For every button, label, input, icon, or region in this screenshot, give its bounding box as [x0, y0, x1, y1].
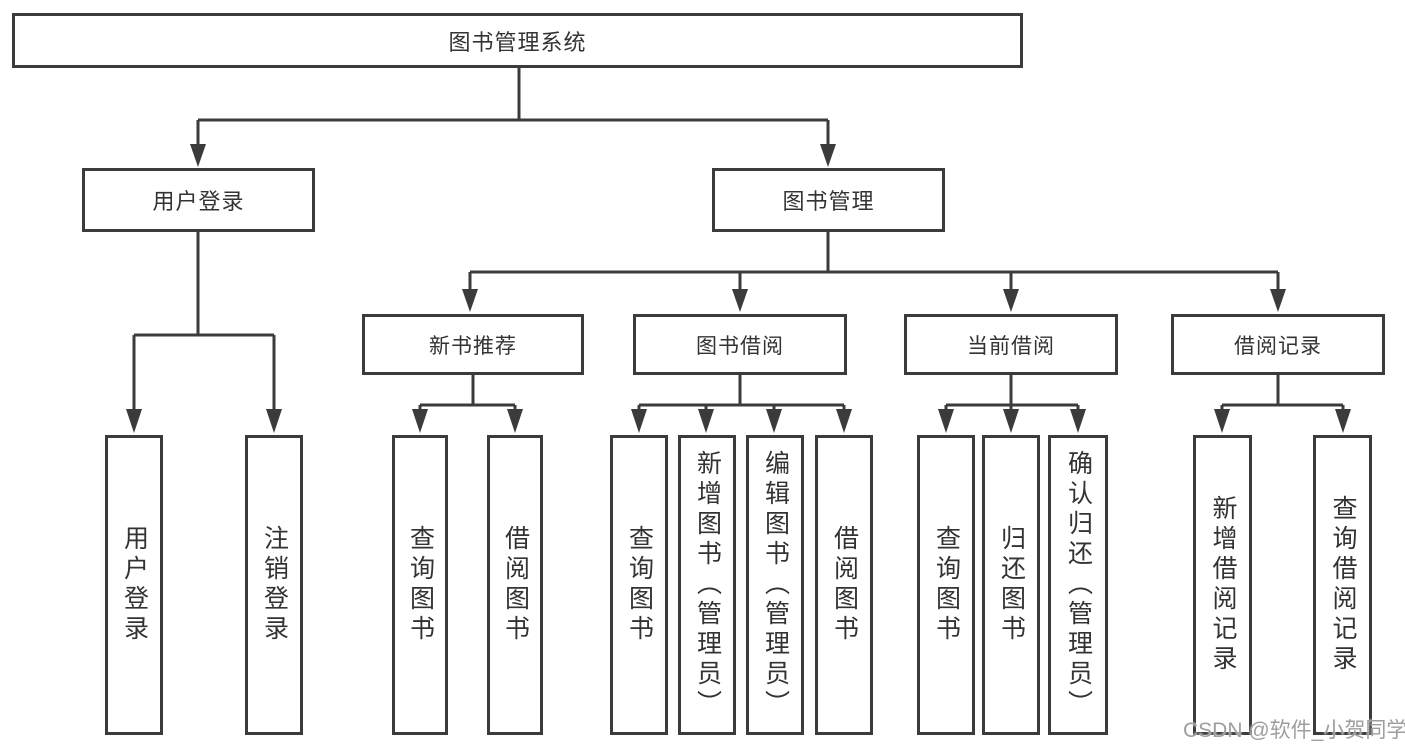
leaf-query-borrow-record: 查询借阅记录	[1313, 435, 1372, 735]
wire-new-book-fan	[418, 375, 517, 411]
leaf-query-books-borrow-label: 查询图书	[625, 525, 654, 645]
leaf-query-books-recommend-label: 查询图书	[406, 525, 435, 645]
wire-book-borrow-fan	[637, 375, 846, 411]
node-root-label: 图书管理系统	[448, 29, 587, 55]
leaf-edit-books-admin: 编辑图书（管理员）	[746, 435, 804, 735]
leaf-user-login-label: 用户登录	[120, 525, 149, 645]
node-current-borrow-label: 当前借阅	[967, 334, 1055, 358]
wire-borrow-records-fan	[1220, 375, 1345, 411]
leaf-borrow-books-label: 借阅图书	[830, 525, 859, 645]
leaf-confirm-return-admin: 确认归还（管理员）	[1048, 435, 1108, 735]
leaf-query-books-recommend: 查询图书	[392, 435, 448, 735]
node-borrow-records-label: 借阅记录	[1234, 334, 1322, 358]
leaf-borrow-books-recommend-label: 借阅图书	[501, 525, 530, 645]
node-book-management: 图书管理	[712, 168, 945, 232]
leaf-query-borrow-record-label: 查询借阅记录	[1329, 495, 1357, 675]
node-borrow-records: 借阅记录	[1171, 314, 1385, 375]
leaf-borrow-books-recommend: 借阅图书	[487, 435, 543, 735]
leaf-confirm-return-admin-label: 确认归还（管理员）	[1064, 450, 1093, 720]
leaf-add-borrow-record: 新增借阅记录	[1193, 435, 1252, 735]
leaf-query-books-current: 查询图书	[917, 435, 975, 735]
node-new-book-recommend-label: 新书推荐	[429, 334, 517, 358]
node-user-login-label: 用户登录	[152, 189, 245, 214]
leaf-query-books-current-label: 查询图书	[932, 525, 961, 645]
leaf-return-books: 归还图书	[982, 435, 1040, 735]
leaf-borrow-books: 借阅图书	[815, 435, 873, 735]
leaf-edit-books-admin-label: 编辑图书（管理员）	[761, 450, 790, 720]
leaf-logout: 注销登录	[245, 435, 303, 735]
leaf-user-login: 用户登录	[105, 435, 163, 735]
leaf-logout-label: 注销登录	[260, 525, 289, 645]
leaf-query-books-borrow: 查询图书	[610, 435, 668, 735]
leaf-add-books-admin: 新增图书（管理员）	[678, 435, 736, 735]
wire-user-login-fan	[132, 232, 276, 411]
wire-current-borrow-fan	[944, 375, 1080, 411]
node-root: 图书管理系统	[12, 13, 1023, 68]
leaf-add-books-admin-label: 新增图书（管理员）	[693, 450, 722, 720]
node-user-login: 用户登录	[82, 168, 315, 232]
watermark-text: CSDN @软件_小贺同学	[1183, 719, 1405, 742]
node-book-borrow-label: 图书借阅	[696, 334, 784, 358]
node-new-book-recommend: 新书推荐	[362, 314, 584, 375]
leaf-add-borrow-record-label: 新增借阅记录	[1209, 495, 1237, 675]
wire-root-fan	[196, 68, 830, 146]
node-current-borrow: 当前借阅	[904, 314, 1118, 375]
wire-book-management-fan	[468, 232, 1280, 291]
node-book-borrow: 图书借阅	[633, 314, 847, 375]
leaf-return-books-label: 归还图书	[997, 525, 1026, 645]
node-book-management-label: 图书管理	[782, 189, 875, 214]
